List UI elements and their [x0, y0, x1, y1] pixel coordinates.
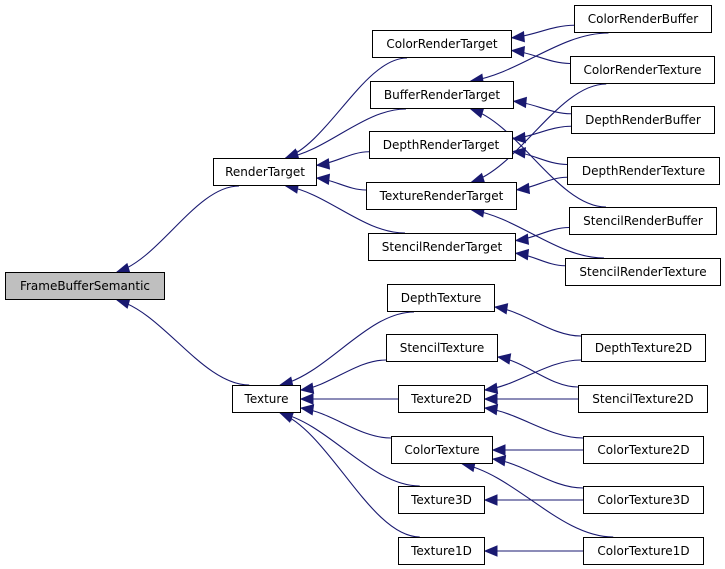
- node-stencilrenderbuffer[interactable]: StencilRenderBuffer: [569, 207, 717, 235]
- node-stencilrendertexture[interactable]: StencilRenderTexture: [565, 258, 721, 286]
- arrowhead-icon: [315, 173, 331, 186]
- edge-colorrendertarget-to-rendertarget: [285, 57, 408, 159]
- arrowhead-icon: [469, 107, 485, 119]
- node-texture1d[interactable]: Texture1D: [398, 537, 485, 565]
- node-depthrendertexture[interactable]: DepthRenderTexture: [567, 157, 720, 185]
- node-framebuffersemantic: FrameBufferSemantic: [5, 272, 165, 300]
- node-colortexture2d[interactable]: ColorTexture2D: [583, 436, 704, 464]
- arrowhead-icon: [515, 182, 531, 195]
- node-rendertarget[interactable]: RenderTarget: [213, 158, 317, 186]
- arrowhead-icon: [510, 45, 525, 58]
- node-texture[interactable]: Texture: [232, 385, 301, 413]
- node-bufferrendertarget[interactable]: BufferRenderTarget: [370, 81, 514, 109]
- arrowhead-icon: [299, 393, 314, 405]
- edge-texture1d-to-texture: [280, 412, 420, 538]
- node-colorrenderbuffer[interactable]: ColorRenderBuffer: [574, 5, 712, 33]
- node-colorrendertexture[interactable]: ColorRenderTexture: [570, 56, 715, 84]
- arrowhead-icon: [483, 494, 498, 506]
- edge-depthtexture2d-to-depthtexture: [494, 306, 582, 337]
- node-depthrenderbuffer[interactable]: DepthRenderBuffer: [571, 106, 715, 134]
- arrowhead-icon: [483, 382, 499, 395]
- arrowhead-icon: [511, 131, 526, 144]
- arrowhead-icon: [483, 403, 499, 416]
- node-colortexture[interactable]: ColorTexture: [391, 436, 493, 464]
- node-stencilrendertarget[interactable]: StencilRenderTarget: [368, 233, 516, 261]
- arrowhead-icon: [514, 233, 530, 245]
- edge-colorrendertexture-to-texturerendertarget: [471, 83, 607, 183]
- edge-texture-to-framebuffersemantic: [116, 299, 250, 386]
- node-texture3d[interactable]: Texture3D: [398, 486, 485, 514]
- node-depthtexture2d[interactable]: DepthTexture2D: [581, 334, 706, 362]
- arrowhead-icon: [493, 303, 509, 315]
- edge-colortexture1d-to-colortexture: [462, 463, 614, 538]
- node-texture2d[interactable]: Texture2D: [398, 385, 485, 413]
- edge-rendertarget-to-framebuffersemantic: [116, 185, 240, 273]
- node-stenciltexture[interactable]: StencilTexture: [386, 334, 498, 362]
- edge-stencilrendertexture-to-texturerendertarget: [471, 209, 605, 259]
- node-stenciltexture2d[interactable]: StencilTexture2D: [578, 385, 708, 413]
- edge-depthtexture-to-texture: [280, 311, 415, 386]
- edge-bufferrendertarget-to-rendertarget: [285, 108, 407, 159]
- node-colorrendertarget[interactable]: ColorRenderTarget: [372, 30, 512, 58]
- node-texturerendertarget[interactable]: TextureRenderTarget: [366, 182, 517, 210]
- arrowhead-icon: [299, 404, 315, 416]
- arrowhead-icon: [491, 444, 506, 456]
- node-colortexture1d[interactable]: ColorTexture1D: [583, 537, 704, 565]
- node-depthtexture[interactable]: DepthTexture: [387, 284, 495, 312]
- arrowhead-icon: [315, 158, 331, 170]
- edge-stenciltexture-to-texture: [300, 359, 387, 391]
- arrowhead-icon: [510, 30, 525, 43]
- edge-texture3d-to-texture: [280, 412, 420, 487]
- arrowhead-icon: [483, 393, 498, 405]
- arrowhead-icon: [514, 248, 530, 261]
- arrowhead-icon: [512, 96, 527, 109]
- arrowhead-icon: [511, 147, 527, 159]
- node-colortexture3d[interactable]: ColorTexture3D: [583, 486, 704, 514]
- arrowhead-icon: [483, 545, 498, 557]
- edge-colortexture2d-to-texture2d: [484, 407, 584, 439]
- arrowhead-icon: [496, 353, 512, 365]
- arrowhead-icon: [491, 455, 507, 467]
- node-depthrendertarget[interactable]: DepthRenderTarget: [369, 131, 513, 159]
- edge-colortexture-to-texture: [300, 407, 392, 439]
- edge-stencilrendertarget-to-rendertarget: [285, 185, 406, 234]
- arrowhead-icon: [299, 382, 315, 394]
- edge-stencilrenderbuffer-to-bufferrendertarget: [470, 108, 607, 208]
- edge-colorrenderbuffer-to-bufferrendertarget: [470, 32, 609, 82]
